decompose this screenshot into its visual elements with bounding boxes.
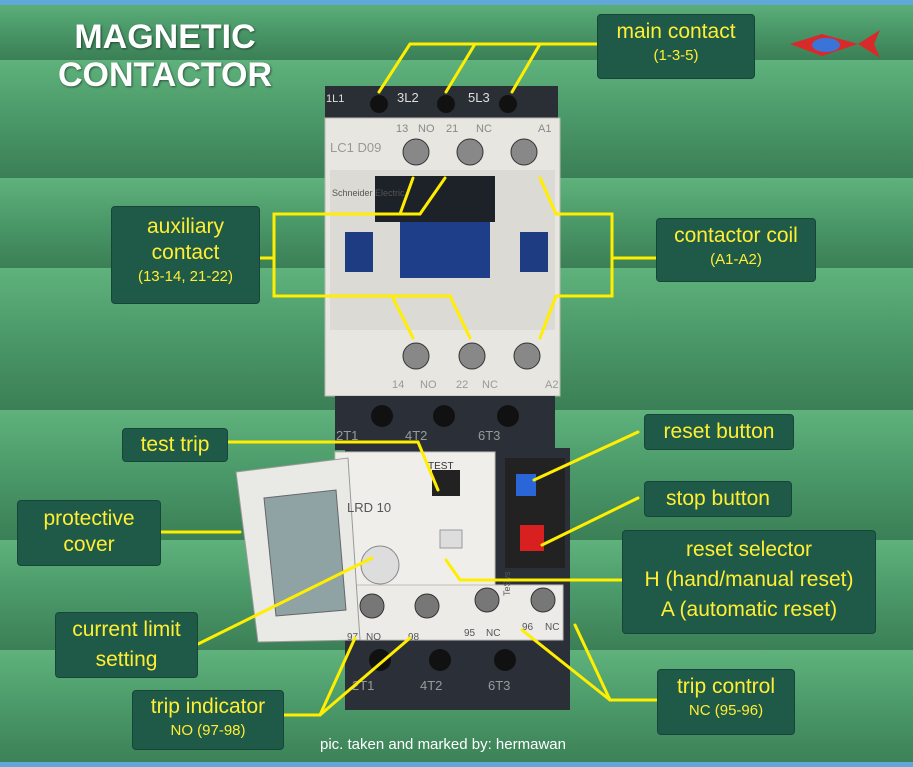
aux-22: 22 <box>456 379 468 391</box>
terminal-1l1: 1L1 <box>326 93 344 105</box>
aux-contact-title: auxiliary <box>146 215 225 238</box>
aux-a1: A1 <box>538 123 551 135</box>
out-4t2: 4T2 <box>405 428 427 443</box>
label-trip-control: trip control NC (95-96) <box>657 669 795 735</box>
terminal-3l2: 3L2 <box>397 90 419 105</box>
label-trip-indicator: trip indicator NO (97-98) <box>132 690 284 750</box>
title-line1: MAGNETIC <box>74 18 256 56</box>
coil-range: (A1-A2) <box>710 251 762 268</box>
page-title: MAGNETIC CONTACTOR <box>40 18 290 94</box>
cover-title: protective <box>43 507 135 530</box>
fish-logo <box>790 30 880 58</box>
relay-nc-95: NC <box>486 628 500 639</box>
relay-95: 95 <box>464 628 476 639</box>
label-test-trip: test trip <box>122 428 228 462</box>
trip-control-range: NC (95-96) <box>688 702 764 719</box>
aux-13: 13 <box>396 123 408 135</box>
relay-model: LRD 10 <box>347 500 391 515</box>
current-limit-title: current limit <box>72 618 181 641</box>
aux-nc-top: NC <box>476 123 492 135</box>
reset-button-title: reset button <box>663 420 775 443</box>
stop-button-title: stop button <box>666 487 770 510</box>
aux-contact-title-2: contact <box>151 241 220 264</box>
current-limit-title-2: setting <box>95 648 158 671</box>
relay-test-label: TEST <box>428 461 454 472</box>
aux-14: 14 <box>392 379 404 391</box>
label-reset-selector: reset selector H (hand/manual reset) A (… <box>622 530 876 634</box>
aux-contact-range: (13-14, 21-22) <box>137 268 234 285</box>
relay-no: NO <box>366 632 381 643</box>
label-auxiliary-contact: auxiliary contact (13-14, 21-22) <box>111 206 260 304</box>
relay-nc-96: NC <box>545 622 559 633</box>
aux-no-bottom: NO <box>420 379 437 391</box>
reset-selector-a: A (automatic reset) <box>660 598 838 621</box>
trip-indicator-title: trip indicator <box>150 695 266 718</box>
out-6t3: 6T3 <box>478 428 500 443</box>
coil-title: contactor coil <box>674 224 798 247</box>
relay-96: 96 <box>522 622 534 633</box>
cover-title-2: cover <box>63 533 115 556</box>
relay-out-4t2: 4T2 <box>420 678 442 693</box>
aux-no-top: NO <box>418 123 435 135</box>
relay-98: 98 <box>408 632 420 643</box>
reset-selector-title: reset selector <box>685 538 813 561</box>
photo-credit: pic. taken and marked by: hermawan <box>320 736 566 753</box>
relay-97: 97 <box>347 632 359 643</box>
annotation-lines <box>158 42 658 717</box>
label-stop-button: stop button <box>644 481 792 517</box>
label-protective-cover: protective cover <box>17 500 161 566</box>
aux-top-screws <box>402 138 541 370</box>
protective-cover-flap <box>235 457 361 643</box>
aux-a2: A2 <box>545 379 558 391</box>
trip-control-title: trip control <box>676 675 776 698</box>
reset-selector-h: H (hand/manual reset) <box>644 568 854 591</box>
main-contact-range: (1-3-5) <box>653 47 699 64</box>
relay-brand: TeSys <box>502 571 512 596</box>
out-2t1: 2T1 <box>336 428 358 443</box>
brand-label: Schneider Electric <box>332 188 405 198</box>
label-main-contact: main contact (1-3-5) <box>597 14 755 79</box>
label-contactor-coil: contactor coil (A1-A2) <box>656 218 816 282</box>
label-current-limit: current limit setting <box>55 612 198 678</box>
trip-indicator-range: NO (97-98) <box>170 722 246 739</box>
terminal-5l3: 5L3 <box>468 90 490 105</box>
test-trip-title: test trip <box>140 433 210 456</box>
label-reset-button: reset button <box>644 414 794 450</box>
aux-21: 21 <box>446 123 458 135</box>
relay-out-6t3: 6T3 <box>488 678 510 693</box>
aux-nc-bottom: NC <box>482 379 498 391</box>
title-line2: CONTACTOR <box>57 56 273 94</box>
model-label: LC1 D09 <box>330 140 381 155</box>
main-contact-title: main contact <box>616 20 736 43</box>
